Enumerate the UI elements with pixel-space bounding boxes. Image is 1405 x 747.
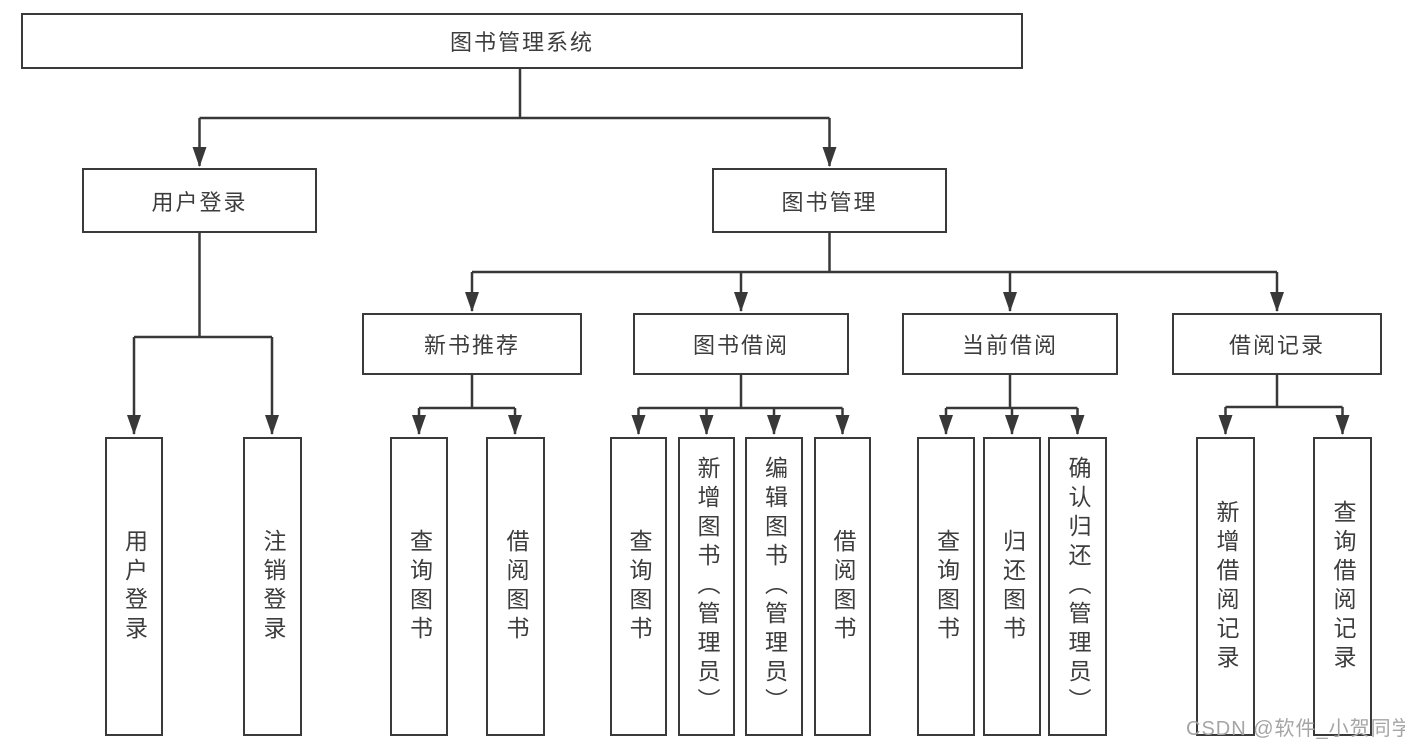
leaf-borrow-books-1: 借阅图书: [486, 437, 545, 736]
leaf-user-login: 用户登录: [105, 437, 163, 736]
node-book-management: 图书管理: [712, 168, 947, 233]
leaf-query-books-3: 查询图书: [917, 437, 975, 736]
node-user-login: 用户登录: [82, 168, 317, 233]
node-label: 新增借阅记录: [1213, 499, 1239, 674]
node-label: 查询图书: [626, 528, 652, 645]
csdn-watermark: CSDN @软件_小贺同学: [1186, 718, 1405, 740]
leaf-query-books-1: 查询图书: [390, 437, 448, 736]
node-borrowing-records: 借阅记录: [1172, 313, 1382, 375]
node-label: 借阅记录: [1228, 333, 1325, 358]
leaf-borrow-books-2: 借阅图书: [814, 437, 871, 736]
leaf-query-books-2: 查询图书: [610, 437, 667, 736]
node-label: 用户登录: [151, 189, 248, 215]
node-label: 图书管理: [781, 189, 878, 215]
leaf-edit-book-admin: 编辑图书（管理员）: [745, 437, 803, 736]
node-library-management-system: 图书管理系统: [21, 13, 1023, 69]
node-label: 用户登录: [121, 528, 148, 645]
node-label: 编辑图书（管理员）: [761, 456, 788, 717]
node-label: 当前借阅: [961, 333, 1058, 358]
node-label: 新书推荐: [423, 333, 520, 358]
node-label: 确认归还（管理员）: [1065, 456, 1091, 717]
leaf-add-book-admin: 新增图书（管理员）: [678, 437, 735, 736]
node-label: 查询图书: [933, 528, 960, 645]
node-new-book-recommend: 新书推荐: [362, 313, 582, 375]
leaf-add-borrow-record: 新增借阅记录: [1196, 437, 1255, 736]
node-book-borrowing: 图书借阅: [633, 313, 849, 375]
node-label: 查询图书: [406, 528, 433, 645]
node-label: 借阅图书: [830, 528, 856, 645]
node-label: 借阅图书: [503, 528, 529, 645]
node-label: 归还图书: [999, 528, 1026, 645]
leaf-logout: 注销登录: [243, 437, 302, 736]
node-label: 图书借阅: [692, 333, 789, 358]
node-label: 注销登录: [260, 528, 286, 645]
node-label: 新增图书（管理员）: [694, 456, 720, 717]
leaf-return-books: 归还图书: [983, 437, 1041, 736]
node-current-borrowing: 当前借阅: [902, 313, 1118, 375]
leaf-query-borrow-record: 查询借阅记录: [1313, 437, 1372, 736]
node-label: 查询借阅记录: [1330, 499, 1356, 674]
leaf-confirm-return-admin: 确认归还（管理员）: [1048, 437, 1107, 736]
node-label: 图书管理系统: [449, 30, 594, 55]
